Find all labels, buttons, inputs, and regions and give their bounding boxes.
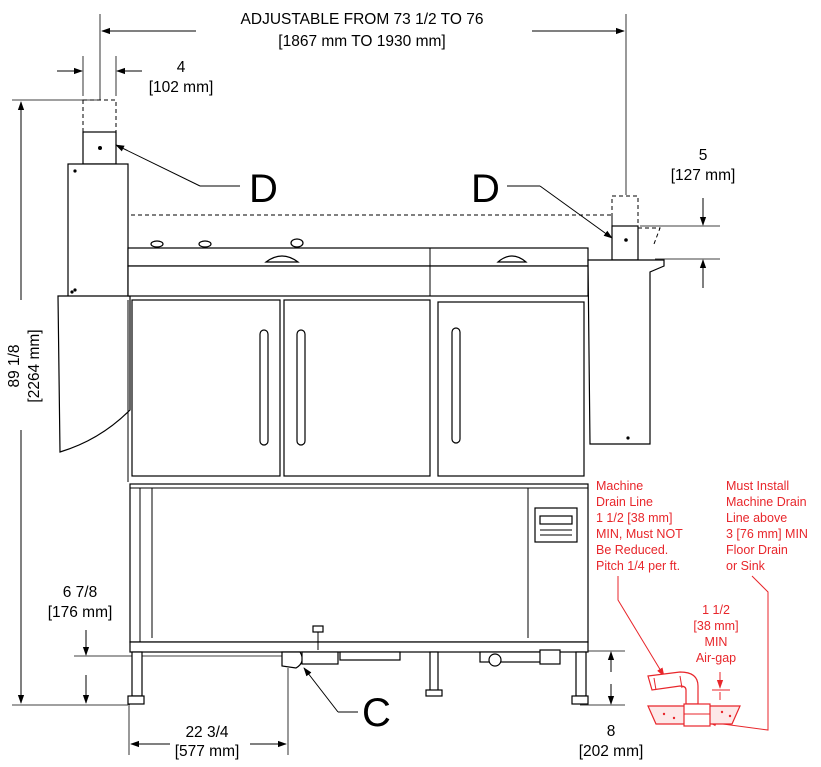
drain-pipe-detail bbox=[647, 671, 699, 705]
drain-offset-metric: [577 mm] bbox=[175, 743, 240, 760]
machine-drain-note: Machine Drain Line 1 1/2 [38 mm] MIN, Mu… bbox=[596, 479, 683, 677]
drain-offset-dimension: 22 3/4 [577 mm] bbox=[128, 668, 289, 760]
drain-offset-label: 22 3/4 bbox=[185, 724, 228, 741]
right-vent-metric: [127 mm] bbox=[671, 167, 736, 184]
base-height-dimension: 6 7/8 [176 mm] bbox=[48, 584, 285, 704]
dishmachine bbox=[57, 99, 665, 705]
note-line: MIN bbox=[705, 635, 728, 649]
overall-height-metric: [2264 mm] bbox=[26, 329, 43, 402]
floor-drain-detail bbox=[647, 703, 741, 727]
base-height-label: 6 7/8 bbox=[63, 584, 97, 601]
callout-d-right-label: D bbox=[471, 167, 500, 211]
left-vent-dimension: 4 [102 mm] bbox=[57, 56, 213, 96]
note-line: Floor Drain bbox=[726, 543, 788, 557]
note-line: Must Install bbox=[726, 479, 789, 493]
note-line: or Sink bbox=[726, 559, 766, 573]
overall-height-label: 89 1/8 bbox=[6, 344, 23, 387]
base-height-metric: [176 mm] bbox=[48, 604, 113, 621]
right-vent-label: 5 bbox=[699, 147, 708, 164]
left-vent-label: 4 bbox=[177, 59, 186, 76]
note-line: Air-gap bbox=[696, 651, 736, 665]
left-vent-metric: [102 mm] bbox=[149, 79, 214, 96]
right-leg-metric: [202 mm] bbox=[579, 743, 644, 760]
note-line: 3 [76 mm] MIN bbox=[726, 527, 808, 541]
right-vent-dimension: 5 [127 mm] bbox=[640, 147, 735, 288]
note-line: MIN, Must NOT bbox=[596, 527, 683, 541]
callout-c: C bbox=[303, 667, 391, 735]
note-line: Drain Line bbox=[596, 495, 653, 509]
note-line: Pitch 1/4 per ft. bbox=[596, 559, 680, 573]
callout-c-label: C bbox=[362, 691, 391, 735]
note-line: Machine bbox=[596, 479, 643, 493]
overall-height-dimension: 89 1/8 [2264 mm] bbox=[6, 99, 130, 706]
overall-width-metric: [1867 mm TO 1930 mm] bbox=[278, 33, 445, 50]
callout-d-right: D bbox=[471, 167, 613, 239]
overall-width-dimension: ADJUSTABLE FROM 73 1/2 TO 76 [1867 mm TO… bbox=[99, 11, 627, 195]
right-leg-label: 8 bbox=[607, 723, 616, 740]
install-drain-note: Must Install Machine Drain Line above 3 … bbox=[707, 479, 808, 731]
note-line: Be Reduced. bbox=[596, 543, 668, 557]
right-leg-dimension: 8 [202 mm] bbox=[579, 650, 644, 760]
note-line: [38 mm] bbox=[693, 619, 738, 633]
note-line: 1 1/2 bbox=[702, 603, 730, 617]
note-line: 1 1/2 [38 mm] bbox=[596, 511, 672, 525]
callout-d-left: D bbox=[115, 144, 278, 211]
air-gap-note: 1 1/2 [38 mm] MIN Air-gap bbox=[693, 603, 739, 700]
callout-d-left-label: D bbox=[249, 167, 278, 211]
overall-width-label: ADJUSTABLE FROM 73 1/2 TO 76 bbox=[241, 11, 484, 28]
note-line: Machine Drain bbox=[726, 495, 807, 509]
note-line: Line above bbox=[726, 511, 787, 525]
